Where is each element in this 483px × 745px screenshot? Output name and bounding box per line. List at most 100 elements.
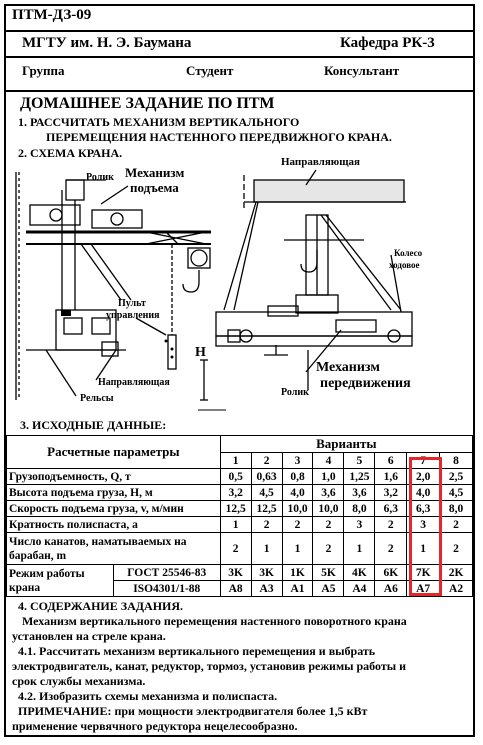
page-title: ДОМАШНЕЕ ЗАДАНИЕ ПО ПТМ <box>20 95 275 112</box>
table-cell: 6,3 <box>374 500 408 517</box>
roller-bottom-label: Ролик <box>281 387 309 398</box>
table-cell: 2 <box>281 516 314 533</box>
height-h-label: H <box>195 345 206 360</box>
table-cell: 2 <box>219 532 252 565</box>
table-row: Скорость подъема груза, v, м/мин 12,5 12… <box>6 500 473 517</box>
table-cell: 3K <box>250 564 283 581</box>
row-label: Число канатов, наматываемых на барабан, … <box>6 532 221 565</box>
table-cell: 3,2 <box>219 484 252 501</box>
standard-label: ГОСТ 25546-83 <box>112 564 221 581</box>
table-cell: A2 <box>439 580 473 597</box>
table-cell: 1 <box>343 532 376 565</box>
section3-title: 3. ИСХОДНЫЕ ДАННЫЕ: <box>20 418 167 432</box>
table-cell: 2 <box>312 516 345 533</box>
table-row: Кратность полиспаста, а 1 2 2 2 3 2 3 2 <box>6 516 473 533</box>
table-cell: A1 <box>281 580 314 597</box>
mode-label: Режим работы крана <box>6 564 114 597</box>
variant-number: 2 <box>250 452 283 469</box>
table-cell: 3,2 <box>374 484 408 501</box>
divider <box>4 90 475 92</box>
section4-text: электродвигатель, канат, редуктор, тормо… <box>12 659 407 673</box>
table-cell: 4,5 <box>250 484 283 501</box>
table-cell: 0,63 <box>250 468 283 485</box>
variants-row: 1 2 3 4 5 6 7 8 <box>7 452 473 469</box>
section1-line2: ПЕРЕМЕЩЕНИЯ НАСТЕННОГО ПЕРЕДВИЖНОГО КРАН… <box>46 130 392 144</box>
row-label: Высота подъема груза, H, м <box>6 484 221 501</box>
divider <box>4 56 475 58</box>
row-label: Кратность полиспаста, а <box>6 516 221 533</box>
table-row: Число канатов, наматываемых на барабан, … <box>6 532 473 565</box>
row-label: Скорость подъема груза, v, м/мин <box>6 500 221 517</box>
table-cell: 0,8 <box>281 468 314 485</box>
section4-text: установлен на стреле крана. <box>12 629 166 643</box>
divider <box>4 30 475 32</box>
section1-line1: 1. РАССЧИТАТЬ МЕХАНИЗМ ВЕРТИКАЛЬНОГО <box>18 115 300 129</box>
row-label: Грузоподъемность, Q, т <box>6 468 221 485</box>
table-row: ISO4301/1-88 A8 A3 A1 A5 A4 A6 A7 A2 <box>7 580 473 597</box>
table-row: Высота подъема груза, H, м 3,2 4,5 4,0 3… <box>6 484 473 501</box>
section4-text: 4.2. Изобразить схемы механизма и полисп… <box>18 689 278 703</box>
table-cell: 0,5 <box>219 468 252 485</box>
variant-number: 8 <box>439 452 473 469</box>
table-cell: 1,0 <box>312 468 345 485</box>
table-cell: A5 <box>312 580 345 597</box>
table-cell: 1K <box>281 564 314 581</box>
section4-title: 4. СОДЕРЖАНИЕ ЗАДАНИЯ. <box>18 599 184 613</box>
table-cell: A3 <box>250 580 283 597</box>
table-cell: 8,0 <box>439 500 473 517</box>
wheel-label-2: ходовое <box>389 260 420 270</box>
section4-text: Механизм вертикального перемещения насте… <box>22 614 407 628</box>
variants-header: Варианты <box>219 435 474 453</box>
table-header-row: Расчетные параметры Варианты <box>6 435 474 469</box>
document-frame <box>4 4 475 737</box>
table-cell: 8,0 <box>343 500 376 517</box>
travel-mechanism-label-2: передвижения <box>320 376 411 391</box>
table-cell: 4K <box>343 564 376 581</box>
table-cell: 1,6 <box>374 468 408 485</box>
variant-7-highlight <box>409 457 442 596</box>
table-cell: 2,5 <box>439 468 473 485</box>
mode-label-line: крана <box>9 581 41 594</box>
consultant-label: Консультант <box>324 63 400 78</box>
table-cell: 4,5 <box>439 484 473 501</box>
table-cell: 5K <box>312 564 345 581</box>
table-cell: 3 <box>343 516 376 533</box>
table-cell: 2 <box>439 532 473 565</box>
rails-label: Рельсы <box>80 393 114 404</box>
group-label: Группа <box>22 63 65 78</box>
table-cell: 2 <box>439 516 473 533</box>
table-cell: A4 <box>343 580 376 597</box>
table-cell: A8 <box>219 580 252 597</box>
table-cell: 7K <box>406 564 441 581</box>
row-label-line: барабан, m <box>9 549 67 562</box>
university-name: МГТУ им. Н. Э. Баумана <box>22 35 192 51</box>
standard-label: ISO4301/1-88 <box>112 580 221 597</box>
lift-mechanism-label-2: подъема <box>130 180 179 195</box>
table-cell: 10,0 <box>281 500 314 517</box>
section2-title: 2. СХЕМА КРАНА. <box>18 146 123 160</box>
variant-number: 4 <box>312 452 345 469</box>
table-row: Режим работы крана ГОСТ 25546-83 3K 3K 1… <box>6 564 473 597</box>
table-cell: 1 <box>219 516 252 533</box>
table-cell: 2 <box>250 516 283 533</box>
travel-mechanism-label-1: Механизм <box>316 360 380 375</box>
table-cell: 1 <box>250 532 283 565</box>
row-label-line: Число канатов, наматываемых на <box>9 535 187 548</box>
variant-number: 6 <box>374 452 408 469</box>
department-name: Кафедра РК-3 <box>340 35 435 51</box>
guide-right-label: Направляющая <box>281 156 360 168</box>
guide-bottom-label: Направляющая <box>98 377 170 388</box>
table-cell: 12,5 <box>219 500 252 517</box>
table-cell: 12,5 <box>250 500 283 517</box>
mode-label-line: Режим работы <box>9 567 85 580</box>
variant-number: 1 <box>219 452 252 469</box>
table-cell: 3,6 <box>312 484 345 501</box>
table-cell: 2 <box>374 516 408 533</box>
roller-top-label: Ролик <box>86 172 114 183</box>
table-cell: 10,0 <box>312 500 345 517</box>
table-cell: 2 <box>374 532 408 565</box>
section4-text: срок службы механизма. <box>12 674 146 688</box>
control-panel-label-2: управления <box>106 310 160 321</box>
param-header: Расчетные параметры <box>6 435 221 469</box>
table-cell: 2 <box>312 532 345 565</box>
